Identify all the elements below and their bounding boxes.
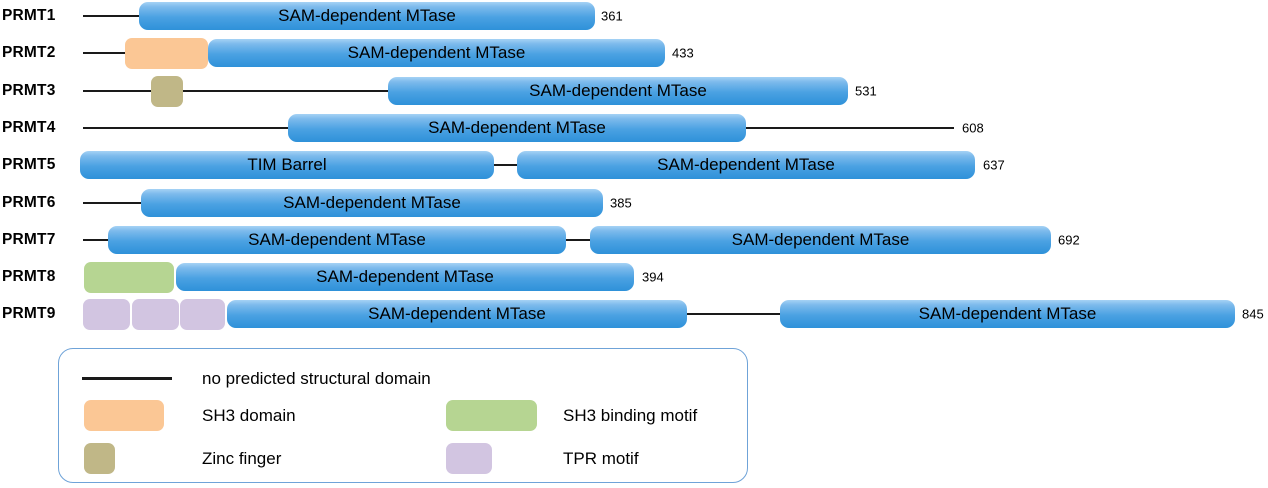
legend-label: SH3 domain (202, 406, 296, 425)
protein-label: PRMT3 (2, 82, 56, 99)
mtase-domain: SAM-dependent MTase (176, 263, 634, 291)
backbone-line (83, 239, 108, 241)
protein-label: PRMT1 (2, 7, 56, 24)
mtase-domain: SAM-dependent MTase (590, 226, 1051, 254)
protein-label: PRMT7 (2, 231, 56, 248)
protein-length: 433 (672, 45, 694, 61)
mtase-domain: SAM-dependent MTase (139, 2, 595, 30)
zinc-finger-domain (151, 75, 183, 107)
tpr-motif-domain (132, 298, 179, 330)
backbone-line (83, 90, 151, 92)
protein-length: 692 (1058, 232, 1080, 248)
legend-swatch-tpr (446, 443, 492, 474)
backbone-line (83, 52, 125, 54)
tpr-motif-domain (83, 298, 130, 330)
mtase-domain: SAM-dependent MTase (388, 77, 848, 105)
mtase-domain: SAM-dependent MTase (141, 189, 603, 217)
mtase-domain: SAM-dependent MTase (108, 226, 566, 254)
protein-length: 385 (610, 195, 632, 211)
tim-barrel-domain: TIM Barrel (80, 151, 494, 179)
protein-label: PRMT4 (2, 119, 56, 136)
mtase-domain: SAM-dependent MTase (517, 151, 975, 179)
protein-label: PRMT6 (2, 194, 56, 211)
backbone-line (183, 90, 388, 92)
legend-swatch-sh3b (446, 400, 537, 431)
legend-label: SH3 binding motif (563, 406, 698, 425)
legend-label: TPR motif (563, 449, 639, 468)
protein-length: 361 (601, 8, 623, 24)
tpr-motif-domain (180, 298, 225, 330)
legend-swatch-sh3 (84, 400, 164, 431)
mtase-domain: SAM-dependent MTase (227, 300, 687, 328)
protein-length: 845 (1242, 306, 1264, 322)
sh3-binding-motif-domain (84, 261, 174, 293)
protein-length: 531 (855, 83, 877, 99)
legend-swatch-zinc (84, 443, 115, 474)
protein-length: 608 (962, 120, 984, 136)
protein-length: 637 (983, 157, 1005, 173)
legend-line-swatch (82, 377, 172, 380)
protein-label: PRMT2 (2, 44, 56, 61)
mtase-domain: SAM-dependent MTase (780, 300, 1235, 328)
legend-label: Zinc finger (202, 449, 282, 468)
backbone-line (83, 15, 139, 17)
mtase-domain: SAM-dependent MTase (288, 114, 746, 142)
backbone-line (494, 164, 517, 166)
backbone-line (566, 239, 590, 241)
protein-label: PRMT9 (2, 305, 56, 322)
backbone-line (746, 127, 954, 129)
backbone-line (83, 202, 141, 204)
mtase-domain: SAM-dependent MTase (208, 39, 665, 67)
legend-box (58, 348, 748, 483)
backbone-line (83, 127, 288, 129)
protein-length: 394 (642, 269, 664, 285)
sh3-domain (125, 37, 208, 69)
backbone-line (687, 313, 780, 315)
protein-label: PRMT5 (2, 156, 56, 173)
protein-label: PRMT8 (2, 268, 56, 285)
legend-label: no predicted structural domain (202, 369, 431, 388)
